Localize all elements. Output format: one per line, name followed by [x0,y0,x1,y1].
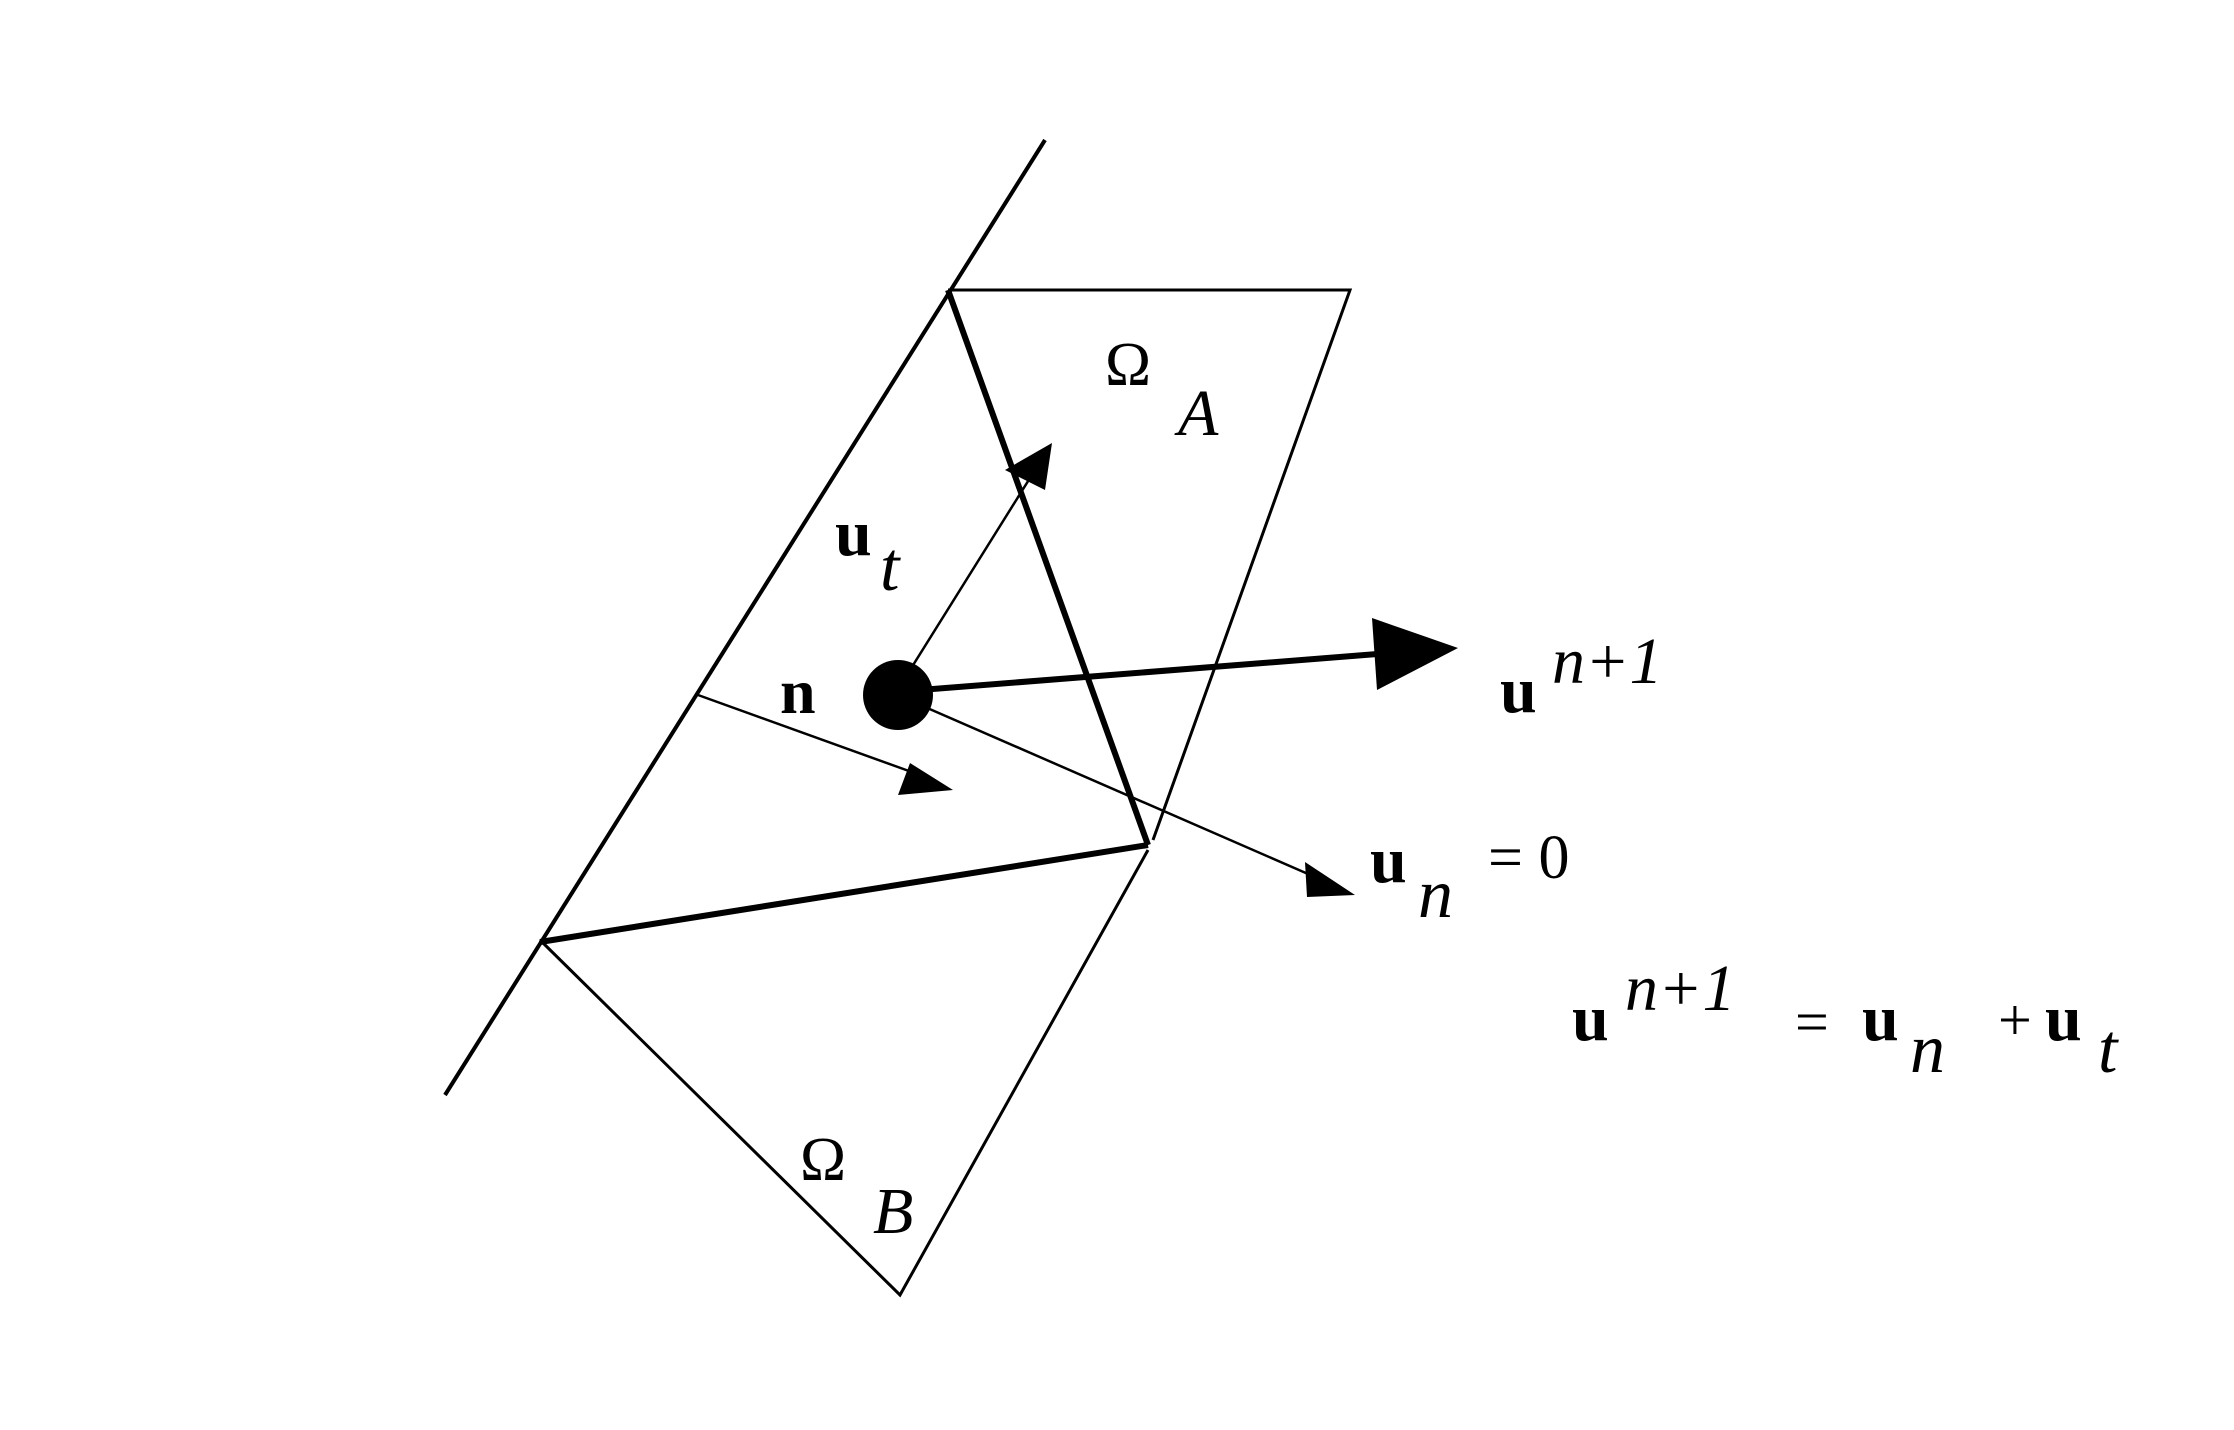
equation-term2-base: u [2045,982,2082,1055]
label-u-next: u n+1 [1500,625,1663,727]
label-u-n-base: u [1370,824,1407,897]
equation-plus: + [1998,987,2032,1053]
boundary-line [443,138,1047,1097]
equation-lhs-base: u [1572,982,1609,1055]
label-omega-b-symbol: Ω [800,1126,846,1194]
equation-equals: = [1795,989,1829,1055]
label-omega-b: Ω B [800,1126,913,1248]
label-u-n-sub: n [1418,856,1453,933]
arrow-u-n-shaft [924,705,1316,879]
label-u-t-base: u [835,497,872,570]
element-omega-b-outline [538,849,1150,1298]
label-normal-n: n [780,656,816,727]
label-u-next-base: u [1500,654,1537,727]
label-u-n-rhs: = 0 [1488,824,1569,892]
node-point [863,660,933,730]
label-u-next-sup: n+1 [1552,625,1663,698]
equation-term2-sub: t [2098,1011,2119,1088]
label-u-t: u t [835,497,901,606]
element-omega-a-outline [948,288,1353,841]
arrow-u-n-head [1305,862,1355,897]
equation-velocity-sum: u n+1 = u n + u t [1572,952,2119,1088]
arrow-u-t-shaft [908,469,1037,671]
element-edge-thick-2 [539,842,1149,945]
label-u-t-sub: t [880,529,901,606]
equation-lhs-sup: n+1 [1625,952,1736,1025]
arrow-normal-shaft [697,693,921,777]
arrow-u-t-head [1005,443,1052,490]
equation-term1-sub: n [1910,1011,1945,1088]
label-u-n-zero: u n = 0 [1370,824,1569,933]
equation-term1-base: u [1862,982,1899,1055]
label-omega-a-sub: A [1174,377,1219,450]
arrow-normal-head [898,763,953,795]
label-omega-a: Ω A [1105,331,1219,450]
arrow-u-next-shaft [919,650,1391,693]
arrow-u-next-head [1372,618,1458,690]
element-edge-thick-1 [945,288,1151,847]
label-omega-b-sub: B [873,1175,913,1248]
label-omega-a-symbol: Ω [1105,331,1151,399]
